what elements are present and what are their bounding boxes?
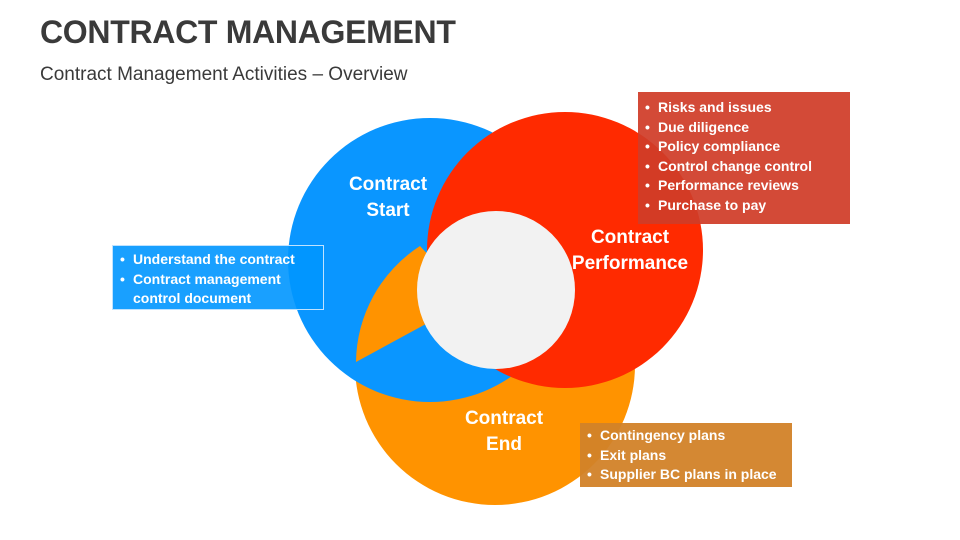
contract-performance-list: Risks and issues Due diligence Policy co… bbox=[642, 98, 846, 215]
list-item: Purchase to pay bbox=[642, 196, 846, 216]
contract-start-box: Understand the contract Contract managem… bbox=[112, 245, 324, 310]
contract-start-label-line2: Start bbox=[366, 200, 410, 221]
list-item: Due diligence bbox=[642, 118, 846, 138]
contract-performance-label-line1: Contract bbox=[590, 227, 670, 248]
contract-performance-label-line2: Performance bbox=[571, 253, 689, 274]
center-hub bbox=[417, 211, 575, 369]
page-title: CONTRACT MANAGEMENT bbox=[40, 14, 456, 50]
contract-start-label-line1: Contract bbox=[348, 174, 428, 195]
contract-end-label-line1: Contract bbox=[464, 408, 544, 429]
contract-start-label: Contract Start bbox=[313, 172, 463, 224]
contract-performance-label: Contract Performance bbox=[555, 225, 705, 277]
list-item: Contract management control document bbox=[117, 270, 319, 309]
list-item: Policy compliance bbox=[642, 137, 846, 157]
page-subtitle: Contract Management Activities – Overvie… bbox=[40, 64, 408, 85]
list-item: Understand the contract bbox=[117, 250, 319, 270]
list-item: Performance reviews bbox=[642, 176, 846, 196]
list-item: Control change control bbox=[642, 157, 846, 177]
list-item: Supplier BC plans in place bbox=[584, 465, 788, 485]
contract-end-box: Contingency plans Exit plans Supplier BC… bbox=[580, 423, 792, 487]
contract-end-label-line2: End bbox=[486, 434, 522, 455]
list-item: Exit plans bbox=[584, 446, 788, 466]
contract-performance-box: Risks and issues Due diligence Policy co… bbox=[638, 92, 850, 224]
contract-start-list: Understand the contract Contract managem… bbox=[117, 250, 319, 309]
list-item: Risks and issues bbox=[642, 98, 846, 118]
contract-end-label: Contract End bbox=[429, 406, 579, 458]
list-item: Contingency plans bbox=[584, 426, 788, 446]
contract-end-list: Contingency plans Exit plans Supplier BC… bbox=[584, 426, 788, 485]
